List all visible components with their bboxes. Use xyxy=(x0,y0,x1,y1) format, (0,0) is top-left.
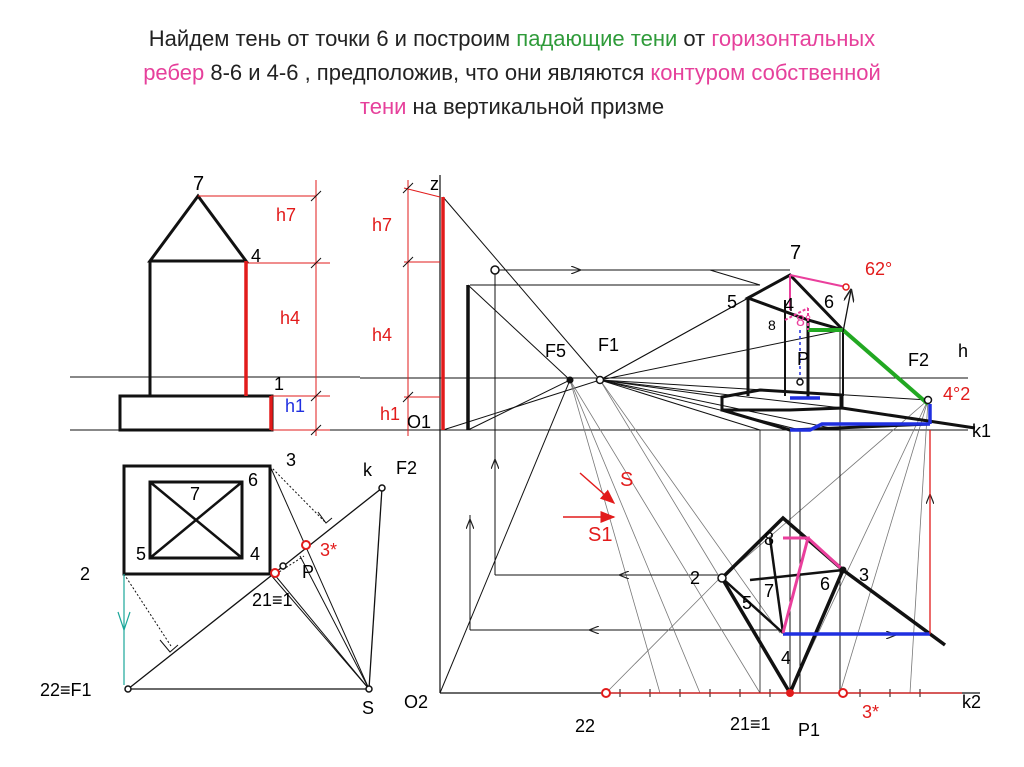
label-m-h1: h1 xyxy=(380,404,400,424)
label-b4: 4 xyxy=(781,648,791,668)
point-F1-plan xyxy=(124,685,132,693)
label-F5: F5 xyxy=(545,341,566,361)
label-S: S xyxy=(362,698,374,718)
label-7: 7 xyxy=(193,173,204,195)
label-b3star: 3* xyxy=(862,702,879,722)
point-P xyxy=(796,378,804,386)
label-b5: 5 xyxy=(742,593,752,613)
label-P1: P1 xyxy=(798,720,820,740)
label-h7: h7 xyxy=(276,205,296,225)
plan-view xyxy=(117,464,383,690)
point-21-plan xyxy=(270,568,280,578)
point-F2 xyxy=(923,395,933,405)
label-3star: 3* xyxy=(320,540,337,560)
label-k: k xyxy=(363,460,373,480)
point-22 xyxy=(601,688,611,698)
label-rP: P xyxy=(797,349,809,369)
point-21 xyxy=(786,689,794,697)
point-F1 xyxy=(595,375,605,385)
label-62-shadow: 62° xyxy=(865,259,892,279)
label-z: z xyxy=(430,174,439,194)
label-2: 2 xyxy=(80,564,90,584)
point-F2-plan xyxy=(378,484,386,492)
perspective-view xyxy=(360,175,980,697)
label-h4: h4 xyxy=(280,308,300,328)
page-title: Найдем тень от точки 6 и построим падающ… xyxy=(143,26,881,119)
label-h1: h1 xyxy=(285,396,305,416)
label-plan-5: 5 xyxy=(136,544,146,564)
label-rF2: F2 xyxy=(908,350,929,370)
point-2 xyxy=(717,573,727,583)
label-O1: O1 xyxy=(407,412,431,432)
label-b3: 3 xyxy=(859,565,869,585)
point-proj xyxy=(490,265,500,275)
label-h: h xyxy=(958,341,968,361)
label-S-arrow: S xyxy=(620,469,633,491)
label-F2: F2 xyxy=(396,458,417,478)
label-O2: O2 xyxy=(404,692,428,712)
label-b8: 8 xyxy=(764,529,774,549)
label-4-shadow: 4°2 xyxy=(943,384,970,404)
label-21-eq-1: 21≡1 xyxy=(252,590,293,610)
point-3star-plan xyxy=(301,540,311,550)
point-P-plan xyxy=(279,562,287,570)
label-k1: k1 xyxy=(972,421,991,441)
point-3star xyxy=(838,688,848,698)
point-F5 xyxy=(566,376,574,384)
label-P: P xyxy=(302,562,314,582)
elevation-view xyxy=(70,180,360,436)
label-plan-4: 4 xyxy=(250,544,260,564)
label-b2: 2 xyxy=(690,568,700,588)
label-r7: 7 xyxy=(790,242,801,264)
point-3 xyxy=(839,566,847,574)
label-1: 1 xyxy=(274,374,284,394)
label-m-h4: h4 xyxy=(372,325,392,345)
label-r8-shadow: 8° xyxy=(796,313,811,330)
label-r6: 6 xyxy=(824,292,834,312)
shadow-constructions xyxy=(402,180,962,694)
label-3: 3 xyxy=(286,450,296,470)
point-62 xyxy=(842,283,850,291)
label-22-eq-F1: 22≡F1 xyxy=(40,680,92,700)
label-b21: 21≡1 xyxy=(730,714,771,734)
label-r5: 5 xyxy=(727,292,737,312)
label-S1: S1 xyxy=(588,524,612,546)
label-r8: 8 xyxy=(768,317,776,333)
label-b22: 22 xyxy=(575,716,595,736)
label-4: 4 xyxy=(251,246,261,266)
label-plan-6: 6 xyxy=(248,470,258,490)
label-F1: F1 xyxy=(598,335,619,355)
label-plan-7: 7 xyxy=(190,484,200,504)
label-b7: 7 xyxy=(764,581,774,601)
label-m-h7: h7 xyxy=(372,215,392,235)
point-S-plan xyxy=(365,685,373,693)
label-r4: 4 xyxy=(784,295,794,315)
label-k2: k2 xyxy=(962,692,981,712)
label-b6: 6 xyxy=(820,574,830,594)
